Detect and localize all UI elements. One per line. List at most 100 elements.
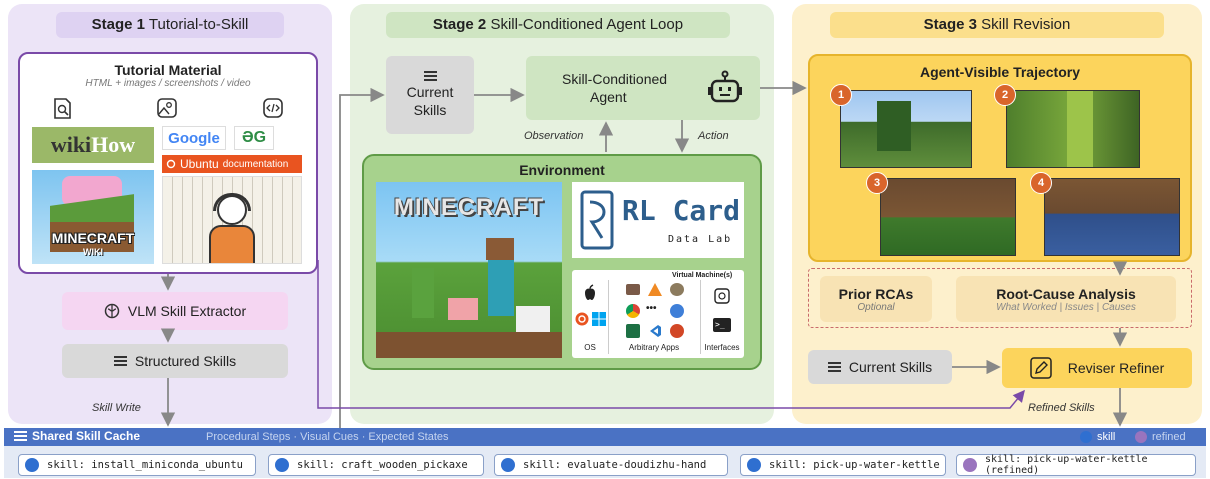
document-search-icon: [54, 98, 71, 119]
image-icon: [157, 98, 177, 118]
action-label: Action: [698, 130, 729, 142]
minecraft-character-steve: [488, 256, 514, 316]
excel-icon: [626, 324, 640, 338]
rca-label: Root-Cause Analysis: [996, 285, 1136, 302]
vlm-skill-extractor-label: VLM Skill Extractor: [127, 303, 247, 319]
frame-1-tree: [877, 101, 911, 151]
minecraft-character-steve-head: [486, 238, 514, 260]
folder-icon: [626, 284, 640, 295]
geeksforgeeks-logo: ƏG: [234, 126, 274, 150]
agent-label-b: Agent: [590, 89, 627, 105]
environment-title: Environment: [519, 162, 605, 178]
skill-dot-icon: [275, 458, 289, 472]
skill-dot-icon: [25, 458, 39, 472]
list-icon: [827, 362, 841, 372]
skill-chip-5[interactable]: skill: pick-up-water-kettle (refined): [956, 454, 1196, 476]
skill-chip-1-label: skill: install_miniconda_ubuntu: [47, 459, 243, 471]
more-apps-icon: •••: [646, 303, 657, 314]
skill-chip-1[interactable]: skill: install_miniconda_ubuntu: [18, 454, 256, 476]
current-skills-label-a: Current: [406, 84, 454, 100]
skill-write-label: Skill Write: [92, 402, 141, 414]
skill-chip-3[interactable]: skill: evaluate-doudizhu-hand: [494, 454, 728, 476]
vm-divider-2: [700, 280, 701, 354]
root-cause-analysis-box: Root-Cause Analysis What Worked | Issues…: [956, 276, 1176, 322]
minecraft-wiki-dirt: [50, 222, 134, 252]
current-skills-label-b: Skills: [413, 102, 447, 118]
skill-dot-icon: [501, 458, 515, 472]
arrow-tutorial-to-reviser: [317, 260, 1025, 409]
legend-skill-dot: [1080, 431, 1092, 443]
skill-chip-5-label: skill: pick-up-water-kettle (refined): [985, 454, 1148, 476]
chrome-icon: [626, 304, 640, 318]
stage3-current-skills-label: Current Skills: [848, 359, 933, 375]
minecraft-pig: [448, 298, 478, 320]
stage3-current-skills-box: Current Skills: [808, 350, 952, 384]
legend-refined-label: refined: [1152, 431, 1186, 443]
list-icon: [423, 71, 437, 81]
vm-os-label: OS: [584, 343, 596, 352]
structured-skills-box: Structured Skills: [62, 344, 288, 378]
frame-2-bamboo: [1067, 91, 1093, 167]
trajectory-badge-4: 4: [1030, 172, 1052, 194]
trajectory-badge-1: 1: [830, 84, 852, 106]
reviser-refiner-label: Reviser Refiner: [1067, 360, 1165, 376]
list-icon: [113, 356, 127, 366]
current-skills-box: Current Skills: [386, 56, 474, 134]
ubuntu-documentation-logo: Ubuntu documentation: [162, 155, 302, 173]
ubuntu-logo-text: Ubuntu: [180, 157, 219, 171]
minecraft-dirt: [376, 332, 562, 358]
stage2-title-rest: Skill-Conditioned Agent Loop: [490, 16, 684, 33]
rlcard-subtitle: Data Lab: [668, 234, 733, 245]
skill-chip-4[interactable]: skill: pick-up-water-kettle: [740, 454, 946, 476]
stage3-title-rest: Skill Revision: [981, 16, 1071, 33]
minecraft-wiki-image: MINECRAFT WIKI: [32, 170, 154, 264]
vm-apps-label: Arbitrary Apps: [628, 343, 680, 352]
observation-label: Observation: [524, 130, 584, 142]
stage3-title-bold: Stage 3: [923, 16, 977, 33]
skill-chip-2[interactable]: skill: craft_wooden_pickaxe: [268, 454, 484, 476]
rca-subtitle: What Worked | Issues | Causes: [996, 301, 1136, 313]
wikihow-logo-wiki: wiki: [50, 132, 92, 157]
minecraft-wiki-text-b: WIKI: [83, 247, 103, 257]
cache-title-text: Shared Skill Cache: [32, 429, 141, 443]
google-logo: Google: [162, 126, 226, 150]
minecraft-wiki-text-a: MINECRAFT: [51, 230, 135, 246]
stage2-title-bold: Stage 2: [432, 16, 487, 33]
vlm-skill-extractor-box: VLM Skill Extractor: [62, 292, 288, 330]
skill-dot-icon: [747, 458, 761, 472]
illustration-person-body: [209, 225, 255, 263]
minecraft-character-alex: [412, 268, 434, 318]
reviser-refiner-box: Reviser Refiner: [1002, 348, 1192, 388]
terminal-icon: >_: [713, 318, 731, 332]
rlcard-logo: RL Card Data Lab: [572, 182, 744, 258]
stage3-title: Stage 3 Skill Revision: [830, 12, 1164, 38]
brain-icon: [104, 303, 120, 319]
trajectory-badge-2: 2: [994, 84, 1016, 106]
cache-title: Shared Skill Cache: [14, 429, 140, 443]
trajectory-frame-1: [840, 90, 972, 168]
thunderbird-icon: [670, 304, 684, 318]
prior-rcas-label: Prior RCAs: [838, 285, 914, 302]
stage1-title-rest: Tutorial-to-Skill: [148, 16, 249, 33]
skill-chip-2-label: skill: craft_wooden_pickaxe: [297, 459, 468, 471]
rlcard-title: RL Card: [622, 194, 741, 227]
arrow-cache-to-current-skills: [339, 87, 385, 428]
trajectory-frame-2: [1006, 90, 1140, 168]
wikihow-logo-how: How: [91, 132, 136, 157]
skill-chip-4-label: skill: pick-up-water-kettle: [769, 459, 940, 471]
apple-icon: [585, 284, 595, 300]
tutorial-title: Tutorial Material: [114, 62, 222, 78]
minecraft-sheep: [516, 306, 550, 332]
ubuntu-docs-illustration: [162, 176, 302, 264]
stage1-title-bold: Stage 1: [91, 16, 145, 33]
refined-dot-icon: [963, 458, 977, 472]
skill-chip-3-label: skill: evaluate-doudizhu-hand: [523, 459, 707, 471]
trajectory-badge-3: 3: [866, 172, 888, 194]
ubuntu-icon: [166, 159, 176, 169]
vm-interfaces-label: Interfaces: [704, 343, 740, 352]
vm-divider-1: [608, 280, 609, 354]
cache-list-icon: [14, 431, 27, 441]
structured-skills-label: Structured Skills: [134, 353, 237, 369]
